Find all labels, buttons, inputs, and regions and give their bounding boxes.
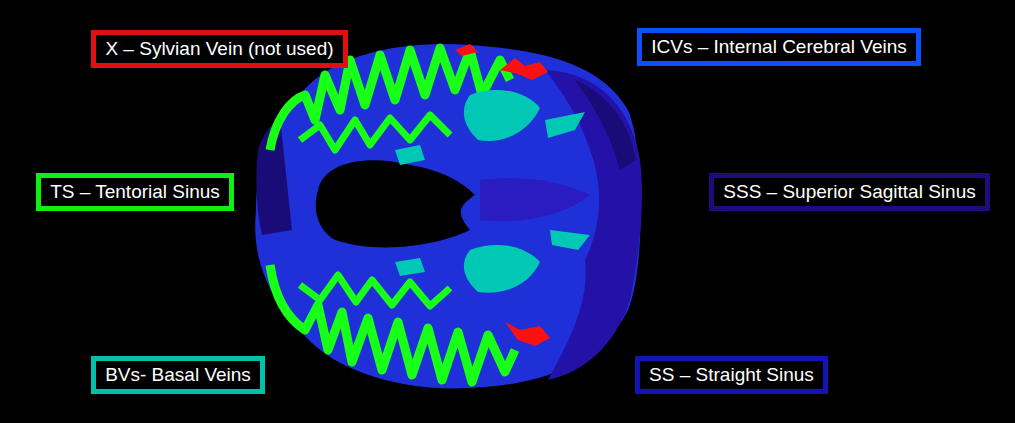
- box-label: X – Sylvian Vein (not used): [105, 35, 333, 63]
- legend-box: X – Sylvian Vein (not used): [91, 30, 348, 68]
- box-label: SS – Straight Sinus: [649, 361, 814, 389]
- basal-veins-region: [464, 245, 540, 293]
- sylvian-vein: [455, 44, 478, 56]
- box-label: SSS – Superior Sagittal Sinus: [723, 178, 975, 206]
- basal-veins-region: [395, 258, 425, 276]
- basal-veins-region: [550, 230, 590, 250]
- legend-box: BVs- Basal Veins: [91, 356, 265, 394]
- sss-region: [545, 70, 642, 380]
- basal-veins-region: [545, 112, 585, 138]
- legend-box: SS – Straight Sinus: [635, 356, 828, 394]
- basal-veins-region: [464, 90, 540, 141]
- legend-box: ICVs – Internal Cerebral Veins: [637, 28, 921, 66]
- sss-region: [575, 80, 636, 170]
- sylvian-vein: [505, 322, 550, 346]
- ss-region: [480, 178, 590, 221]
- box-label: BVs- Basal Veins: [105, 361, 251, 389]
- ventricle: [316, 160, 475, 247]
- sylvian-vein: [500, 58, 548, 80]
- box-label: TS – Tentorial Sinus: [50, 178, 220, 206]
- basal-veins-region: [395, 145, 425, 165]
- legend-box: TS – Tentorial Sinus: [36, 173, 234, 211]
- box-label: ICVs – Internal Cerebral Veins: [651, 33, 907, 61]
- tentorial-gyri: [300, 115, 450, 150]
- legend-box: SSS – Superior Sagittal Sinus: [709, 173, 990, 211]
- tentorial-gyri: [300, 275, 450, 306]
